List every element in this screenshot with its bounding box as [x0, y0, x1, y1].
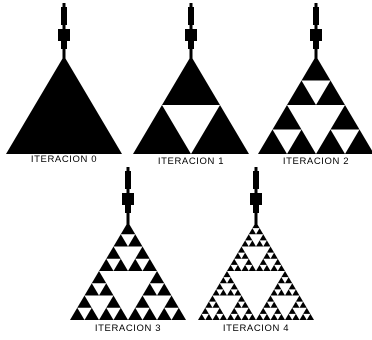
main-triangle-0	[6, 56, 122, 154]
hanger-post	[253, 171, 259, 189]
hanger-box	[250, 193, 262, 205]
hanger-neck	[253, 205, 259, 213]
hanger-box	[58, 29, 70, 41]
hanger-neck	[313, 41, 319, 49]
hanger-post	[125, 171, 131, 189]
iteration-3-panel	[70, 167, 186, 320]
iteration-1-panel	[133, 3, 249, 154]
hanger-box	[122, 193, 134, 205]
label-iteration-0: ITERACION 0	[31, 154, 97, 165]
label-iteration-4: ITERACION 4	[223, 323, 289, 334]
hanger-box	[310, 29, 322, 41]
label-iteration-3: ITERACION 3	[95, 323, 161, 334]
iteration-2-panel	[258, 3, 372, 154]
hanger-neck	[188, 41, 194, 49]
hanger-box	[185, 29, 197, 41]
hanger-neck	[61, 41, 67, 49]
hanger-post	[313, 7, 319, 25]
label-iteration-2: ITERACION 2	[283, 156, 349, 167]
hanger-post	[61, 7, 67, 25]
iteration-4-panel	[198, 167, 314, 320]
iteration-0-panel	[6, 3, 122, 154]
hanger-neck	[125, 205, 131, 213]
label-iteration-1: ITERACION 1	[158, 156, 224, 167]
hanger-post	[188, 7, 194, 25]
